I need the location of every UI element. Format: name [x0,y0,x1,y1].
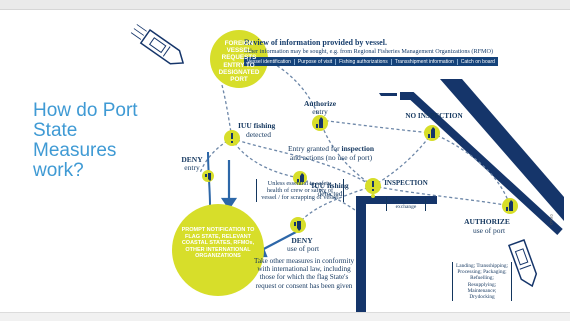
notify-circle-label: PROMPT NOTIFICATION TO FLAG STATE, RELEV… [181,227,255,259]
fao-credit: ©FAO [549,214,554,225]
deny-use-label-1: DENY [291,236,313,245]
iuu2-label-1: IUU fishing [311,181,349,190]
harbor-pier [356,196,437,314]
take-other-measures: Take other measures in conformity with i… [253,257,355,290]
deny-use-badge [290,217,306,233]
entry-granted-label-2: and actions (no use of port) [289,153,373,162]
inspection-badge [365,178,381,194]
entry-granted-label: Entry granted for inspection [276,145,386,153]
title-line-1: How do Port [33,100,138,121]
port-uses-note: Landing; Transshipping; Processing; Pack… [452,262,512,302]
request-circle-label: FOREIGN VESSEL REQUESTS ENTRY TO DESIGNA… [218,40,260,84]
deny-entry-badge [202,170,214,182]
deny-use-label-2: use of port [286,244,320,253]
harbor-wall-right [440,79,564,221]
authorize-use-label-2: use of port [472,226,506,235]
inspection-dot [371,194,375,198]
title-line-2: State [33,120,78,141]
entry-granted-text-1: Entry granted for [287,144,340,153]
title-line-3: Measures [33,140,117,161]
iuu1-label-1: IUU fishing [238,121,276,130]
no-inspection-badge [424,125,440,141]
top-border [0,0,570,10]
review-subtitle: Other information may be sought, e.g. fr… [244,48,494,55]
entry-granted-badge [293,171,307,185]
title-line-4: work? [33,160,84,181]
request-circle [210,30,268,88]
bottom-border [0,312,570,321]
slide-title: How do Port State Measures work? [33,101,143,181]
info-exchange-note: Information exchange [386,197,426,211]
entry-granted-bold: inspection [341,144,375,153]
unless-note: Unless essential to safety, health of cr… [256,179,344,202]
no-inspection-label: NO INSPECTION [405,112,463,120]
notify-circle [172,204,264,296]
authorize-entry-label-2: entry [312,107,328,116]
harbor-outline [400,92,563,235]
iuu2-label-2: detected [317,189,343,198]
authorize-use-label-1: AUTHORIZE [464,217,510,226]
vessel-icon-bottom [508,239,538,288]
authorize-use-badge [502,198,518,214]
review-tab: Vessel identification [244,58,295,65]
iuu1-label-2: detected [246,130,271,139]
iuu-badge-1 [224,130,240,146]
vessel-icon-top [130,24,185,65]
inspection-label: INSPECTION [384,179,428,187]
review-tab: Purpose of visit [295,58,337,65]
review-title: Review of information provided by vessel… [244,38,387,47]
review-tab: Fishing authorizations [336,58,392,65]
deny-entry-label-1: DENY [181,155,203,164]
authorize-entry-badge [312,115,328,131]
harbor-wall-main [379,93,397,96]
review-tab: Transshipment information [392,58,458,65]
deny-entry-label-2: entry [184,163,200,172]
review-tab: Catch on board [460,58,495,65]
authorize-entry-label-1: Authorize [303,99,337,108]
review-tabs: Vessel identification Purpose of visit F… [244,57,498,66]
